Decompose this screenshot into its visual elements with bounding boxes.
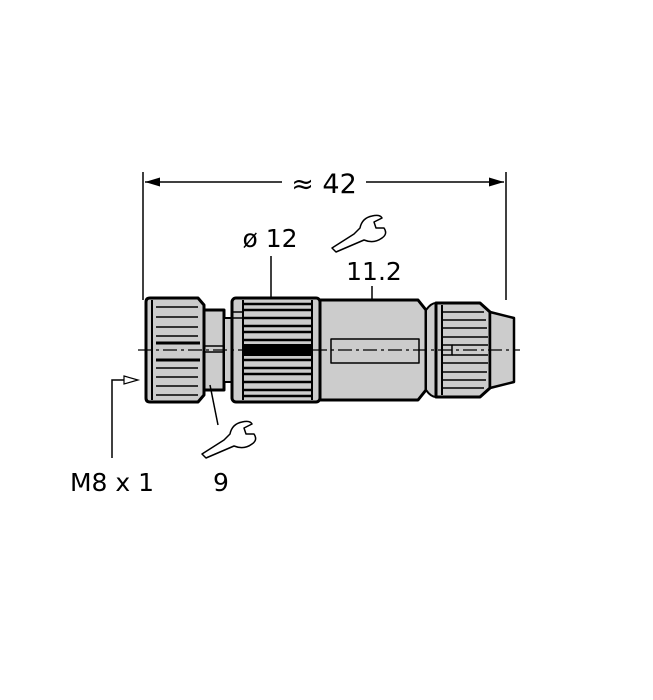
thread-dimension: M8 x 1 <box>70 375 154 497</box>
wrench-size-nut-dimension: 9 <box>201 384 257 497</box>
diameter-label: ø 12 <box>242 224 297 253</box>
wrench-icon <box>201 420 257 459</box>
wrench-size-body-label: 11.2 <box>346 257 402 286</box>
wrench-icon <box>331 214 387 253</box>
wrench-size-nut-label: 9 <box>213 468 229 497</box>
diameter-dimension: ø 12 <box>242 224 298 298</box>
overall-length-dimension: ≈ 42 <box>142 169 507 300</box>
overall-length-label: ≈ 42 <box>291 169 357 200</box>
thread-label: M8 x 1 <box>70 468 154 497</box>
wrench-size-body-dimension: 11.2 <box>331 214 402 345</box>
